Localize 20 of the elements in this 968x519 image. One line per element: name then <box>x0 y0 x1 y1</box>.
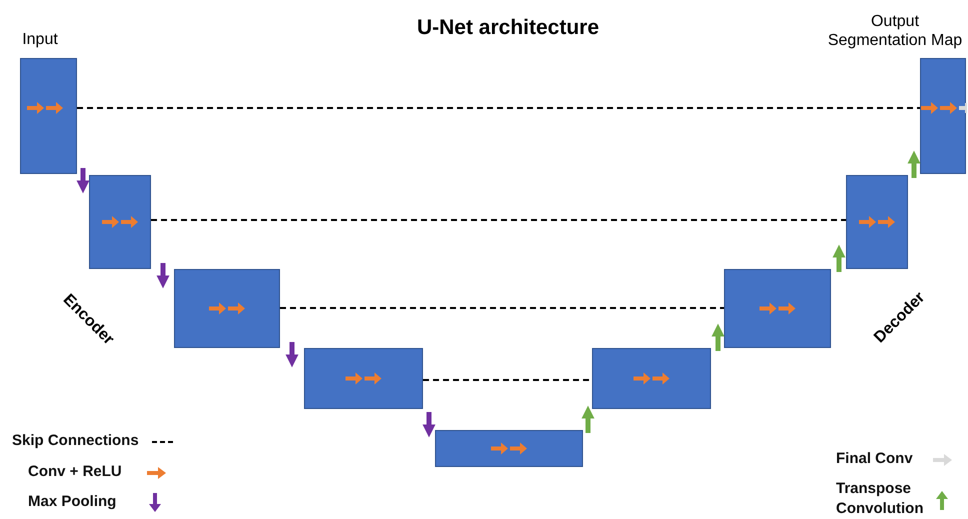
arrow <box>832 244 846 272</box>
skip-connection-line <box>77 107 920 109</box>
legend-label: Max Pooling <box>28 492 118 512</box>
block-heading: Input <box>21 30 59 50</box>
legend-label: Skip Connections <box>12 431 140 451</box>
legend-label: Transpose Convolution <box>836 479 924 519</box>
arrow <box>582 406 594 433</box>
arrow <box>712 324 724 351</box>
arrow <box>286 342 298 368</box>
legend-label: Conv + ReLU <box>28 462 123 482</box>
diagram-title: U-Net architecture <box>416 16 600 40</box>
block-heading: Output Segmentation Map <box>826 12 964 50</box>
arrow <box>76 168 90 194</box>
skip-connection-line <box>151 219 846 221</box>
skip-connection-line <box>423 379 592 381</box>
arrow <box>156 263 170 288</box>
arrow <box>908 150 920 178</box>
arrow <box>422 412 436 438</box>
legend-label: Final Conv <box>836 449 914 469</box>
skip-connection-line <box>280 307 724 309</box>
